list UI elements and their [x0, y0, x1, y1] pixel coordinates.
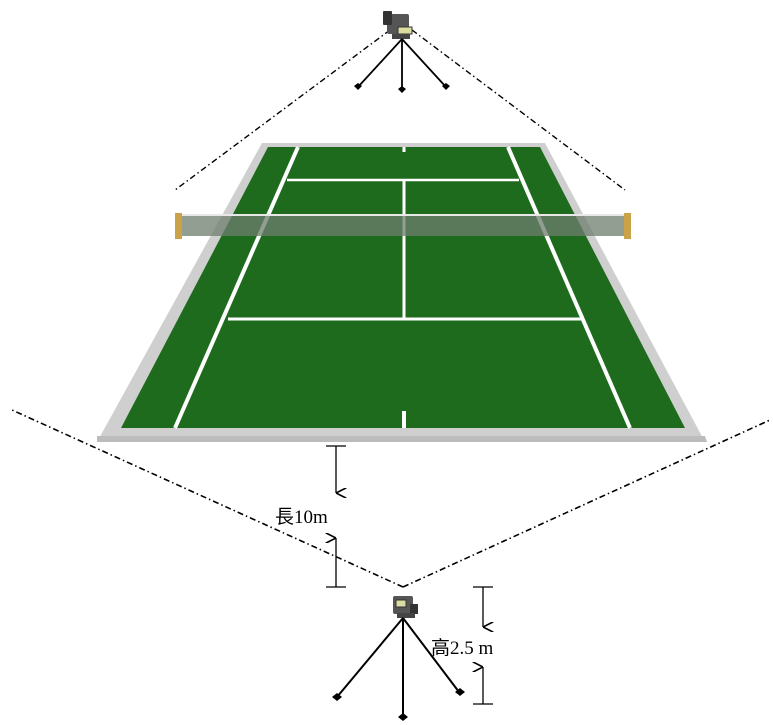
tennis-court	[97, 143, 707, 442]
court-tramline	[97, 436, 707, 442]
height-label: 高2.5 m	[431, 637, 494, 659]
distance-dimension: 長10m	[275, 445, 346, 588]
height-dimension: 高2.5 m	[431, 586, 494, 705]
bottom-camera-icon	[332, 596, 465, 721]
net-post-left	[175, 213, 182, 239]
tennis-net	[175, 213, 631, 239]
net-post-right	[624, 213, 631, 239]
court-lines	[173, 146, 632, 429]
bottom-camera-fov	[11, 409, 771, 588]
top-camera-icon	[354, 11, 450, 93]
distance-label: 長10m	[275, 507, 328, 528]
top-camera-fov	[174, 29, 626, 191]
